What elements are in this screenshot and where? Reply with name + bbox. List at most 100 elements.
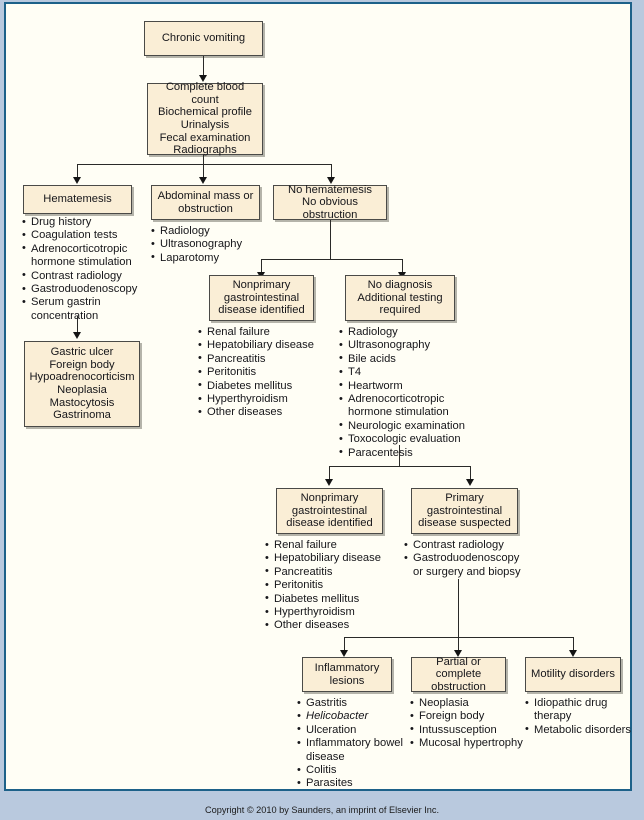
list-item: Gastritis (297, 696, 407, 710)
arrow-no-hematemesis (327, 177, 335, 184)
node-primary-gi: Primary gastrointestinal disease suspect… (411, 488, 518, 534)
node-no-diagnosis: No diagnosis Additional testing required (345, 275, 455, 321)
connector-to-no-hematemesis (331, 164, 332, 178)
flowchart-canvas: Chronic vomiting Complete blood count Bi… (6, 4, 631, 791)
gastric-diff-line-2: Foreign body (49, 358, 115, 371)
connector-primary-gi-stem (458, 579, 459, 637)
gastric-diff-line-1: Gastric ulcer (50, 346, 114, 359)
nonprimary-2-line-3: disease identified (286, 517, 373, 530)
list-item: Diabetes mellitus (198, 379, 328, 393)
gastric-diff-line-4: Neoplasia (57, 384, 107, 396)
arrow-abdominal-mass (199, 177, 207, 184)
gastric-diff-line-5: Mastocytosis (49, 396, 115, 409)
node-abdominal-mass: Abdominal mass or obstruction (151, 185, 260, 220)
node-chronic-vomiting: Chronic vomiting (144, 21, 263, 56)
primary-gi-tests-items: Contrast radiology Gastroduodenoscopy or… (404, 538, 544, 579)
node-gastric-differentials: Gastric ulcer Foreign body Hypoadrenocor… (24, 341, 140, 427)
list-item: Inflammatory bowel (297, 737, 407, 751)
node-hematemesis-label: Hematemesis (43, 193, 112, 206)
list-item: Hyperthyroidism (265, 606, 395, 620)
list-nonprimary-gi-1-causes: Renal failure Hepatobiliary disease Panc… (198, 325, 328, 420)
connector-workup-stem (203, 155, 204, 164)
list-item: T4 (339, 366, 479, 380)
workup-line-1: Complete blood count (165, 81, 245, 106)
arrow-workup (199, 75, 207, 82)
node-motility-disorders: Motility disorders (525, 657, 621, 692)
connector-row5-bus (329, 466, 470, 467)
list-item: Bile acids (339, 352, 479, 366)
list-item: Hepatobiliary disease (265, 552, 395, 566)
list-item: Helicobacter (297, 710, 407, 724)
primary-gi-line-3: disease suspected (418, 517, 511, 530)
list-item: Parasites (297, 777, 407, 791)
nonprimary-1-line-1: Nonprimary (232, 279, 291, 292)
workup-line-4: Fecal examination (159, 131, 251, 144)
workup-line-3: Urinalysis (180, 119, 230, 131)
list-item: Other diseases (198, 406, 328, 420)
list-item: Toxocologic evaluation (339, 433, 479, 447)
list-item: Mucosal hypertrophy (410, 737, 528, 751)
list-item: Drug history (22, 215, 154, 229)
list-item: Contrast radiology (22, 269, 154, 283)
list-item: Gastroduodenoscopy (404, 552, 544, 566)
list-motility-causes: Idiopathic drug therapy Metabolic disord… (525, 696, 637, 737)
list-item: Paracentesis (339, 446, 479, 460)
list-item-cont: hormone stimulation (31, 256, 132, 269)
list-item: Metabolic disorders (525, 723, 637, 737)
connector-to-nonprimary-1 (261, 259, 262, 273)
abdominal-mass-tests-items: Radiology Ultrasonography Laparotomy (151, 224, 271, 265)
nonprimary-2-line-2: gastrointestinal (291, 504, 368, 517)
list-item: Peritonitis (265, 579, 395, 593)
list-item: Coagulation tests (22, 229, 154, 243)
list-abdominal-mass-tests: Radiology Ultrasonography Laparotomy (151, 224, 271, 265)
primary-gi-line-2: gastrointestinal (426, 504, 503, 517)
list-item: Gastroduodenoscopy (22, 283, 154, 297)
workup-line-2: Biochemical profile (158, 106, 252, 119)
connector-to-obstruction (458, 637, 459, 651)
list-item-cont: therapy (534, 710, 572, 723)
list-item: Neoplasia (410, 696, 528, 710)
arrow-primary-gi (466, 479, 474, 486)
arrow-inflammatory (340, 650, 348, 657)
list-nonprimary-gi-2-causes: Renal failure Hepatobiliary disease Panc… (265, 538, 395, 633)
inflammatory-items: Gastritis Helicobacter Ulceration Inflam… (297, 696, 407, 791)
list-item-cont: hormone stimulation (348, 406, 449, 419)
list-item: Contrast radiology (404, 538, 544, 552)
list-additional-testing: Radiology Ultrasonography Bile acids T4 … (339, 325, 479, 460)
copyright-notice: Copyright © 2010 by Saunders, an imprint… (204, 805, 440, 815)
list-item: Radiology (339, 325, 479, 339)
list-item: Heartworm (339, 379, 479, 393)
node-no-hematemesis: No hematemesis No obvious obstruction (273, 184, 387, 221)
list-item: Ulceration (297, 723, 407, 737)
nonprimary-1-items: Renal failure Hepatobiliary disease Panc… (198, 325, 328, 420)
inflammatory-line-2: lesions (329, 674, 365, 687)
no-diagnosis-line-2: Additional testing (357, 291, 443, 304)
no-diagnosis-line-1: No diagnosis (367, 279, 433, 292)
obstruction-line-1: Partial or complete (435, 655, 482, 681)
abdominal-mass-line-1: Abdominal mass or (157, 189, 254, 202)
list-item: Other diseases (265, 619, 395, 633)
gastric-diff-line-6: Gastrinoma (53, 409, 111, 422)
arrow-motility (569, 650, 577, 657)
primary-gi-line-1: Primary (445, 492, 484, 505)
connector-vomiting-to-workup (203, 56, 204, 77)
abdominal-mass-line-2: obstruction (178, 202, 233, 215)
arrow-obstruction (454, 650, 462, 657)
list-obstruction-causes: Neoplasia Foreign body Intussusception M… (410, 696, 528, 751)
no-diagnosis-line-3: required (379, 304, 421, 317)
hematemesis-tests-items: Drug history Coagulation tests Adrenocor… (22, 215, 154, 323)
connector-no-hematemesis-bus (261, 259, 402, 260)
arrow-nonprimary-2 (325, 479, 333, 486)
node-chronic-vomiting-label: Chronic vomiting (161, 32, 246, 45)
node-inflammatory-lesions: Inflammatory lesions (302, 657, 392, 692)
motility-items: Idiopathic drug therapy Metabolic disord… (525, 696, 637, 737)
nonprimary-2-items: Renal failure Hepatobiliary disease Panc… (265, 538, 395, 633)
list-item: Adrenocorticotropic (339, 393, 479, 407)
additional-testing-items: Radiology Ultrasonography Bile acids T4 … (339, 325, 479, 460)
no-hematemesis-line-2: No obvious obstruction (302, 196, 358, 221)
list-item: Ultrasonography (339, 339, 479, 353)
list-inflammatory-causes: Gastritis Helicobacter Ulceration Inflam… (297, 696, 407, 791)
arrow-gastric-differentials (73, 332, 81, 339)
list-item: Neurologic examination (339, 419, 479, 433)
obstruction-line-2: obstruction (431, 680, 486, 693)
